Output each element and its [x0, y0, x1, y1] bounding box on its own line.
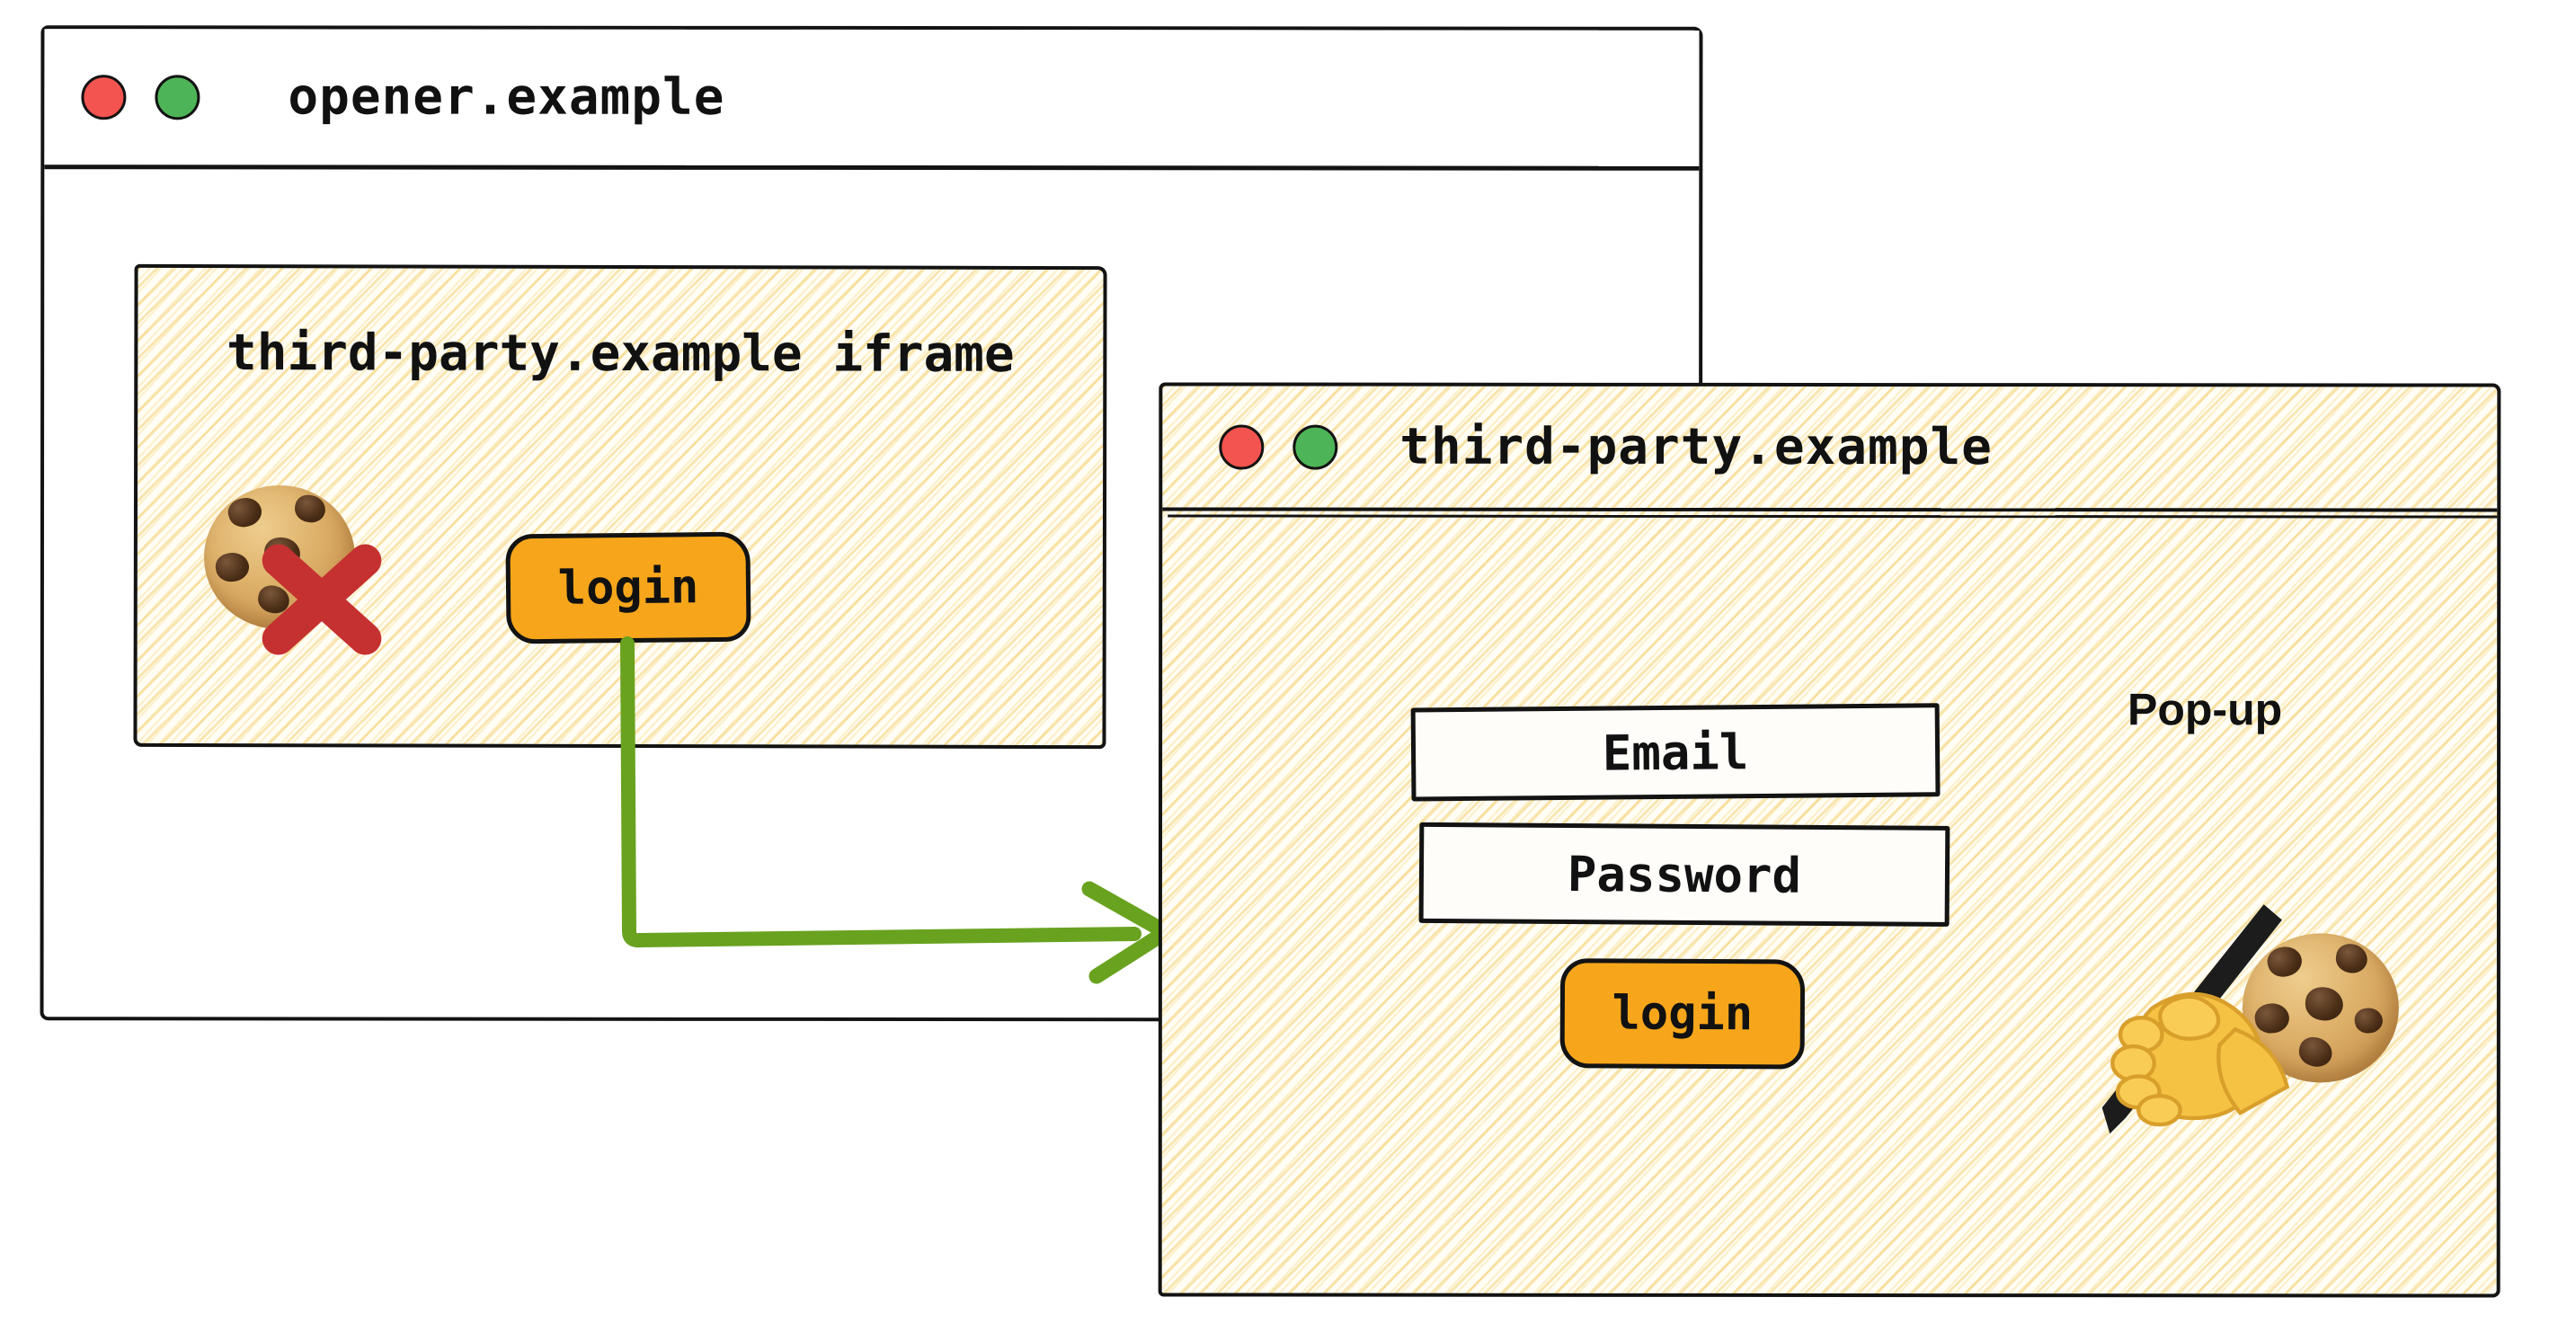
opener-titlebar: opener.example [44, 29, 1700, 171]
popup-login-button-label: login [1612, 986, 1754, 1042]
popup-window: third-party.example Pop-up Email Passwor… [1158, 382, 2501, 1298]
iframe-label: third-party.example iframe [226, 324, 1015, 384]
writing-hand-icon [2101, 904, 2290, 1134]
email-input-placeholder: Email [1602, 723, 1749, 782]
cookie-chip [2304, 985, 2344, 1022]
iframe-login-button[interactable]: login [505, 531, 751, 644]
cookie-chip [2333, 941, 2370, 975]
blocked-cross-icon [244, 521, 399, 676]
close-window-icon[interactable] [1219, 424, 1265, 470]
email-input[interactable]: Email [1410, 703, 1941, 802]
password-input-placeholder: Password [1567, 845, 1802, 904]
cookie-chip [2353, 1006, 2385, 1035]
cookie-chip [292, 493, 327, 526]
password-input[interactable]: Password [1418, 822, 1950, 927]
minimize-window-icon[interactable] [1292, 424, 1338, 470]
close-window-icon[interactable] [81, 74, 127, 120]
popup-annotation: Pop-up [2127, 684, 2283, 735]
opener-window-title: opener.example [288, 67, 725, 127]
popup-window-title: third-party.example [1399, 417, 1993, 477]
popup-titlebar: third-party.example [1162, 386, 2498, 512]
minimize-window-icon[interactable] [155, 74, 200, 120]
iframe-login-button-label: login [557, 560, 699, 616]
popup-login-button[interactable]: login [1559, 958, 1806, 1070]
